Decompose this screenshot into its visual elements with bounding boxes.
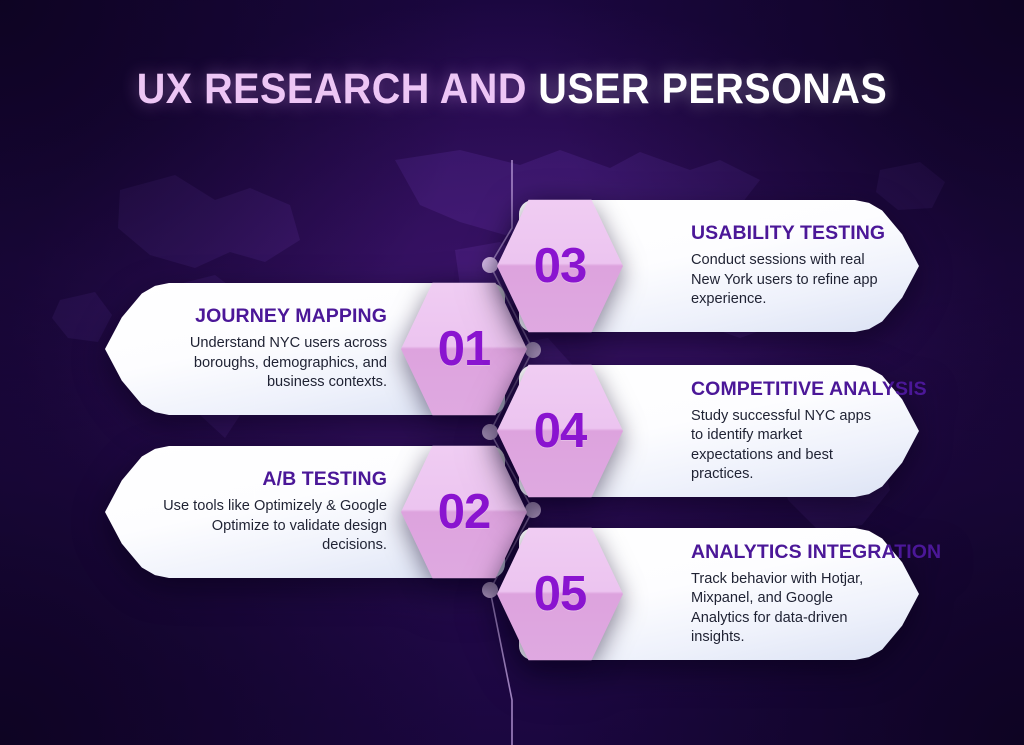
step-number: 01 bbox=[437, 322, 492, 376]
step-number-badge: 05 bbox=[497, 525, 623, 663]
card-description: Use tools like Optimizely & Google Optim… bbox=[163, 498, 387, 554]
step-number-badge: 04 bbox=[497, 362, 623, 500]
connector-dot-2 bbox=[525, 342, 541, 358]
step-card-02[interactable]: A/B TESTING Use tools like Optimizely & … bbox=[105, 445, 527, 579]
connector-dot-5 bbox=[482, 582, 498, 598]
card-text-block: ANALYTICS INTEGRATION Track behavior wit… bbox=[691, 528, 941, 660]
card-title: JOURNEY MAPPING bbox=[195, 305, 387, 328]
step-card-01[interactable]: JOURNEY MAPPING Understand NYC users acr… bbox=[105, 282, 527, 416]
step-number-badge: 01 bbox=[401, 280, 527, 418]
card-title: A/B TESTING bbox=[262, 468, 387, 491]
hexagon-shape bbox=[497, 527, 623, 661]
connector-dot-1 bbox=[482, 257, 498, 273]
card-description: Study successful NYC apps to identify ma… bbox=[691, 407, 872, 482]
step-number: 04 bbox=[533, 404, 588, 458]
card-description: Understand NYC users across boroughs, de… bbox=[189, 335, 387, 391]
card-title: ANALYTICS INTEGRATION bbox=[691, 540, 942, 563]
step-number-badge: 03 bbox=[497, 197, 623, 335]
step-card-05[interactable]: ANALYTICS INTEGRATION Track behavior wit… bbox=[497, 527, 941, 661]
card-description: Track behavior with Hotjar, Mixpanel, an… bbox=[691, 570, 864, 645]
step-card-03[interactable]: USABILITY TESTING Conduct sessions with … bbox=[497, 199, 919, 333]
card-text-block: A/B TESTING Use tools like Optimizely & … bbox=[147, 446, 387, 578]
title-part-two: USER PERSONAS bbox=[538, 65, 888, 113]
card-text-block: USABILITY TESTING Conduct sessions with … bbox=[691, 200, 885, 332]
card-title: USABILITY TESTING bbox=[691, 222, 886, 245]
page-title: UX RESEARCH AND USER PERSONAS bbox=[41, 68, 983, 111]
step-number: 03 bbox=[533, 239, 588, 293]
connector-dot-4 bbox=[525, 502, 541, 518]
step-number: 05 bbox=[533, 567, 588, 621]
step-number-badge: 02 bbox=[401, 443, 527, 581]
card-text-block: COMPETITIVE ANALYSIS Study successful NY… bbox=[691, 365, 927, 497]
card-text-block: JOURNEY MAPPING Understand NYC users acr… bbox=[147, 283, 387, 415]
step-card-04[interactable]: COMPETITIVE ANALYSIS Study successful NY… bbox=[497, 364, 927, 498]
step-number: 02 bbox=[437, 485, 492, 539]
connector-dot-3 bbox=[482, 424, 498, 440]
card-title: COMPETITIVE ANALYSIS bbox=[691, 377, 927, 400]
title-part-one: UX RESEARCH AND bbox=[136, 65, 527, 113]
card-description: Conduct sessions with real New York user… bbox=[691, 252, 878, 308]
